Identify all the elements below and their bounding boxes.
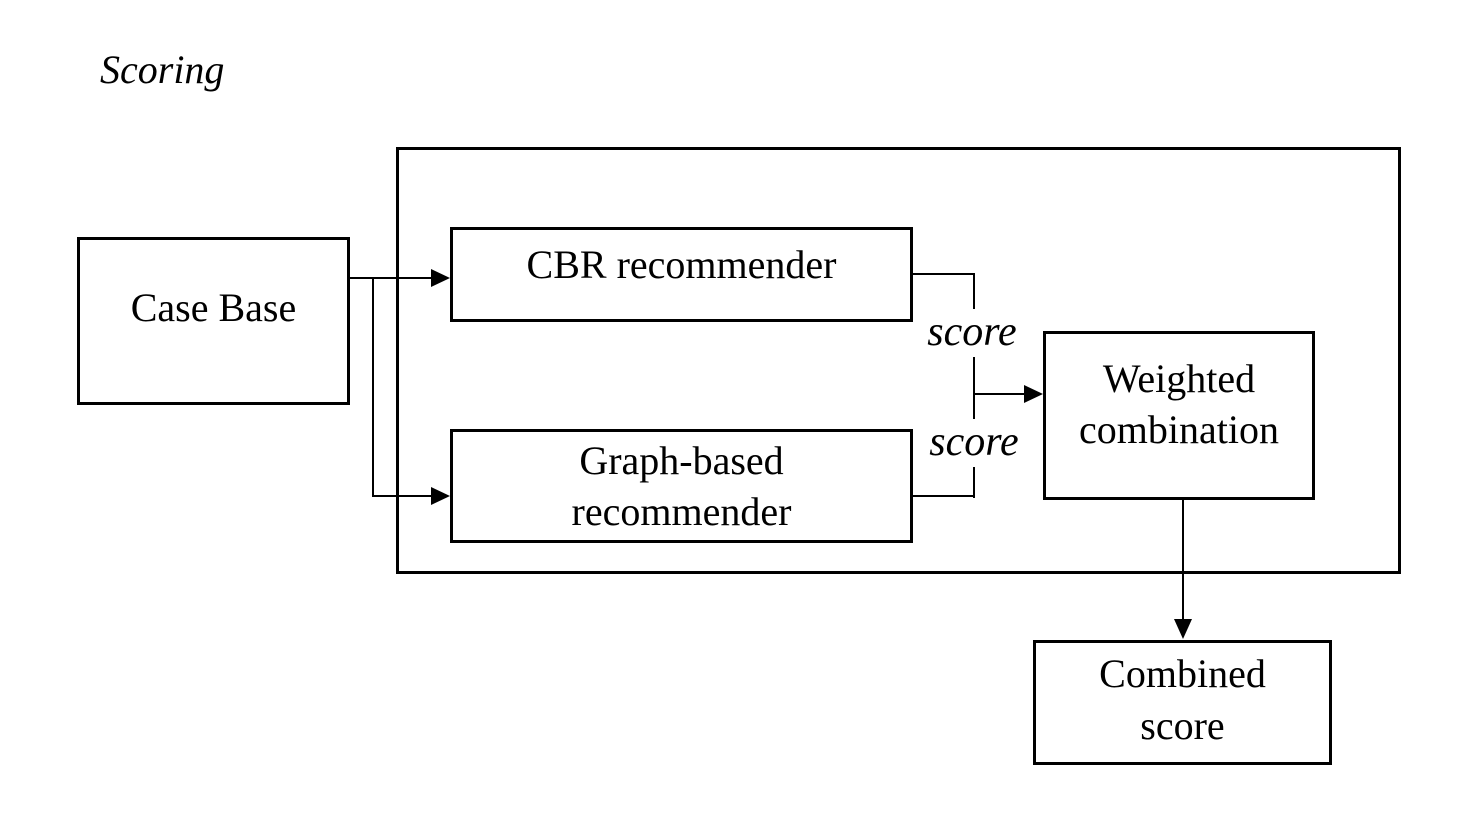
edge-weighted-to-combined — [1182, 499, 1184, 620]
arrowhead-into-weighted-icon — [1024, 385, 1043, 403]
node-graph-recommender-label: Graph-based recommender — [572, 435, 792, 537]
edge-scores-join — [973, 273, 975, 498]
node-graph-recommender-label-line1: Graph-based — [579, 438, 784, 483]
edge-label-score-graph: score — [920, 419, 1028, 467]
node-combined-score-label-line1: Combined — [1099, 650, 1266, 696]
arrowhead-into-cbr-icon — [431, 269, 450, 287]
node-case-base-label: Case Base — [130, 285, 297, 330]
edge-graph-score-out — [913, 495, 975, 497]
edge-label-score-cbr: score — [918, 309, 1026, 357]
node-weighted-combination-label-line2: combination — [1079, 406, 1279, 452]
node-combined-score-label-line2: score — [1140, 702, 1225, 748]
diagram-title: Scoring — [100, 47, 225, 92]
edge-case-base-to-graph — [372, 495, 433, 497]
node-case-base: Case Base — [77, 237, 350, 405]
node-weighted-combination-label-line1: Weighted — [1102, 355, 1256, 401]
node-graph-recommender-label-line2: recommender — [571, 489, 792, 534]
edge-scores-to-weighted — [973, 393, 1025, 395]
node-weighted-combination: Weighted combination — [1043, 331, 1315, 500]
arrowhead-into-combined-icon — [1174, 619, 1192, 639]
node-weighted-combination-label: Weighted combination — [1079, 353, 1279, 455]
edge-case-base-to-cbr — [350, 277, 433, 279]
node-combined-score: Combined score — [1033, 640, 1332, 765]
edge-case-base-branch — [372, 277, 374, 497]
scoring-frame — [396, 147, 1401, 574]
node-cbr-recommender: CBR recommender — [450, 227, 913, 322]
arrowhead-into-graph-icon — [431, 487, 450, 505]
node-combined-score-label: Combined score — [1099, 648, 1266, 752]
edge-cbr-score-out — [913, 273, 975, 275]
node-graph-recommender: Graph-based recommender — [450, 429, 913, 543]
node-cbr-recommender-label: CBR recommender — [526, 242, 837, 287]
